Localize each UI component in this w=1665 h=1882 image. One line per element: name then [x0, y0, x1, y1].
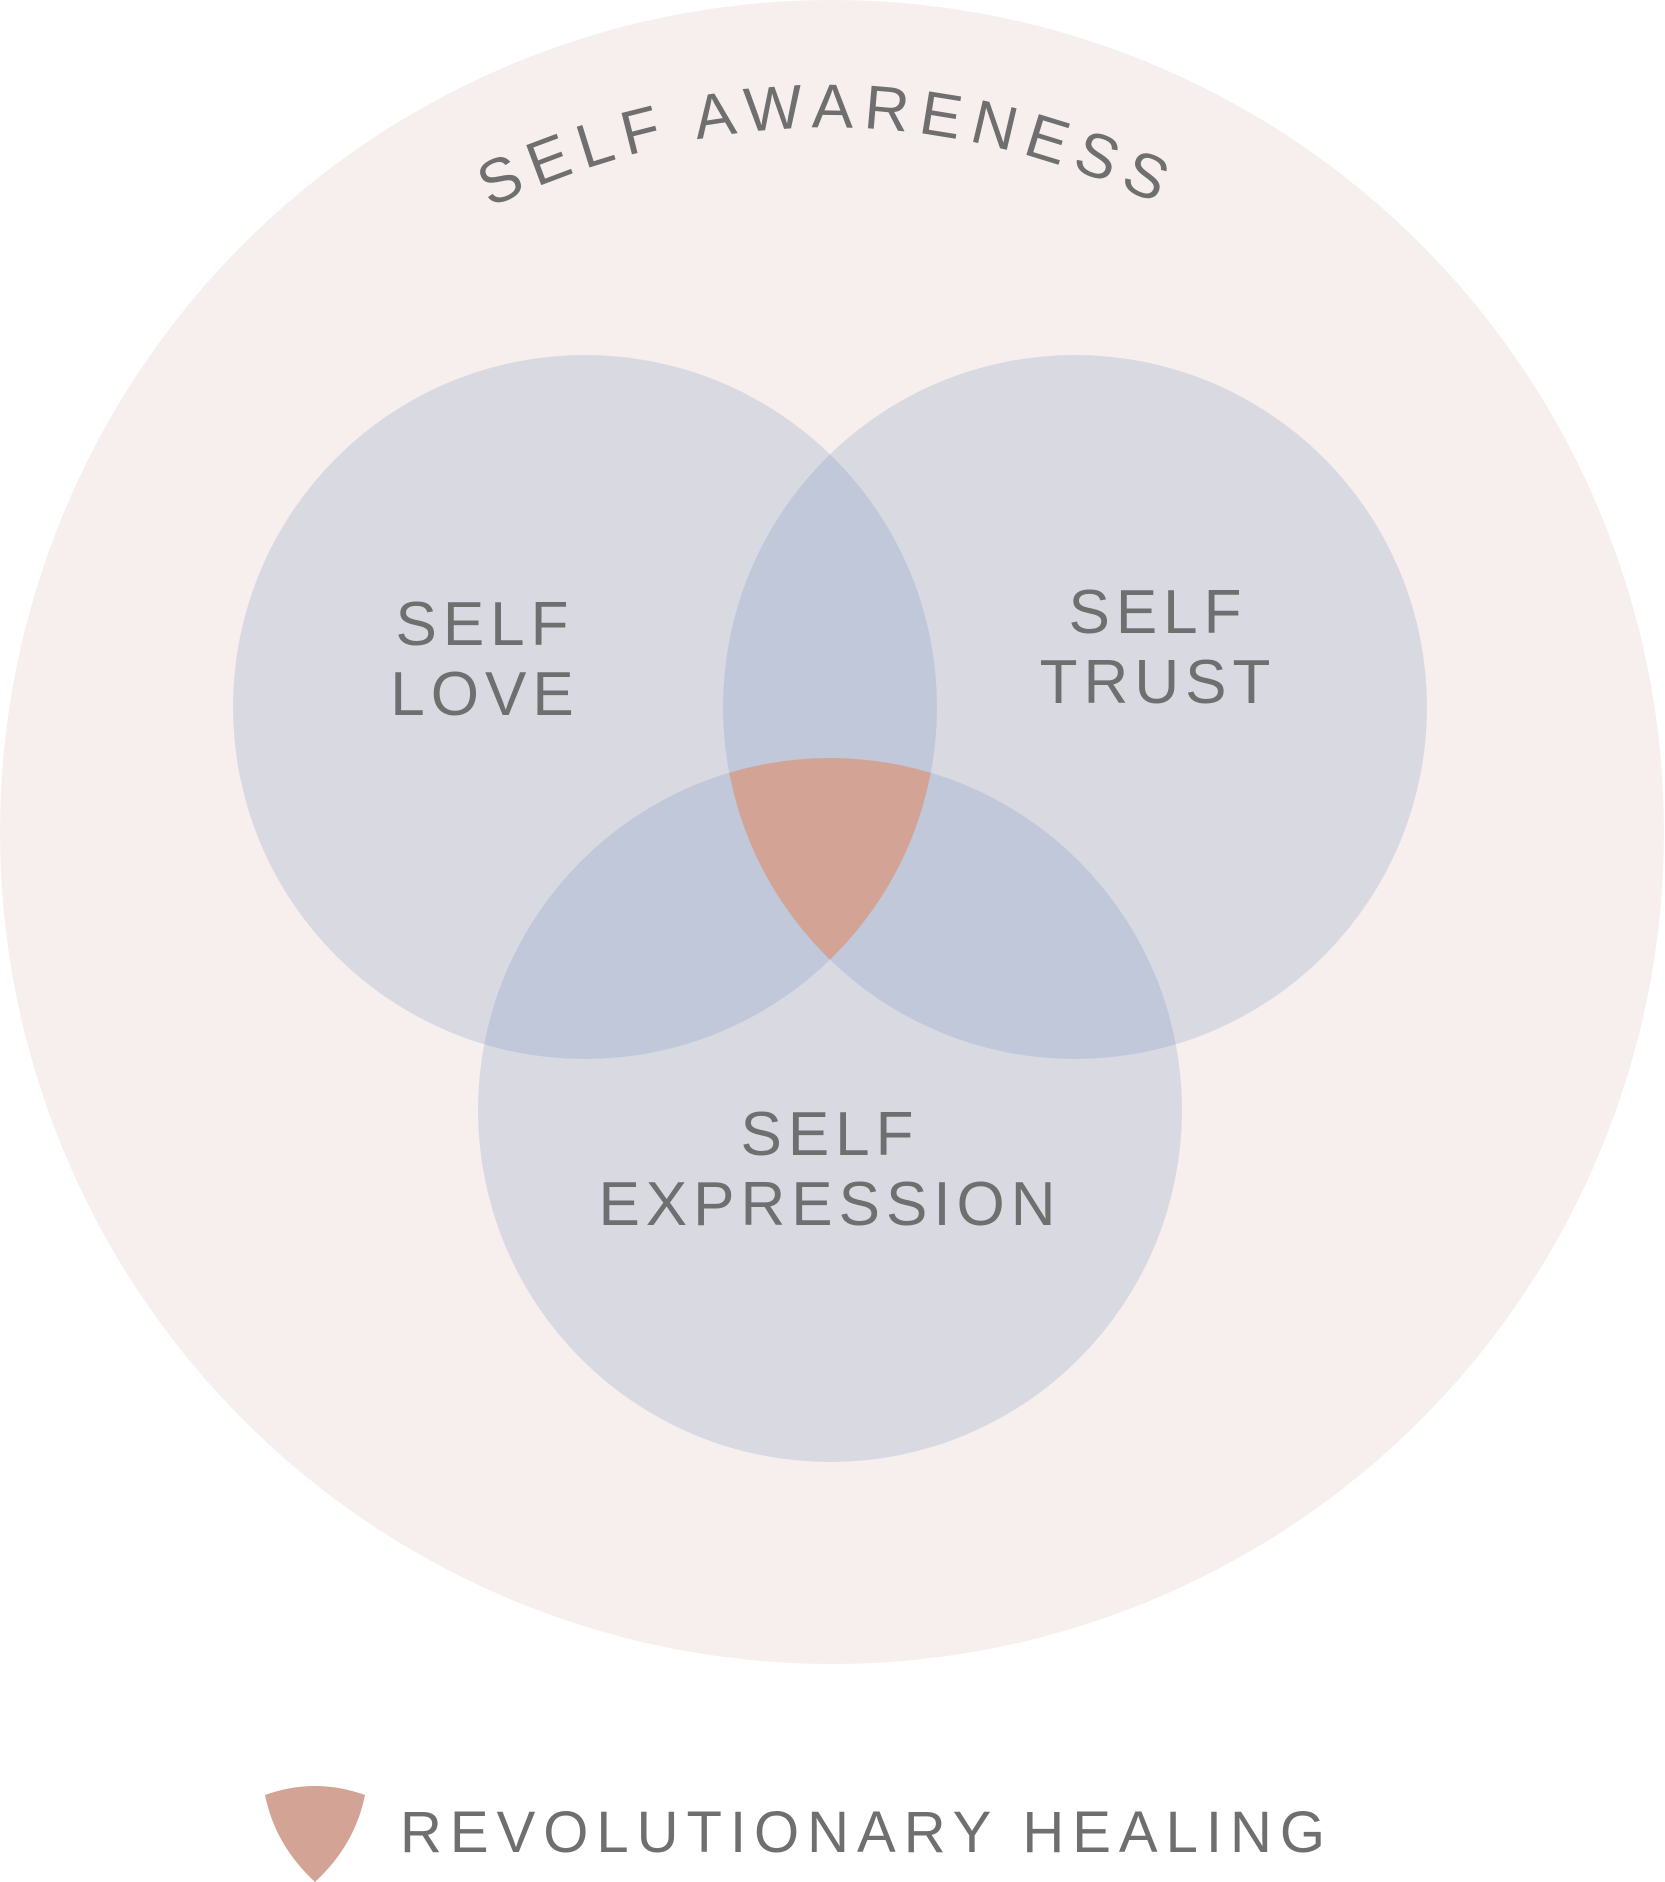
self-trust-label-line1: SELF [1068, 578, 1247, 647]
overlap-trust-expression [723, 758, 1182, 1059]
overlap-love-expression [478, 758, 937, 1059]
self-love-label-line1: SELF [395, 590, 574, 659]
legend-shield-icon [265, 1786, 365, 1882]
legend-label: REVOLUTIONARY HEALING [400, 1800, 1333, 1865]
self-expression-label-line2: EXPRESSION [598, 1170, 1061, 1239]
self-love-label-line2: LOVE [390, 660, 579, 729]
self-trust-label-line2: TRUST [1040, 648, 1277, 717]
self-expression-label-line1: SELF [740, 1100, 919, 1169]
